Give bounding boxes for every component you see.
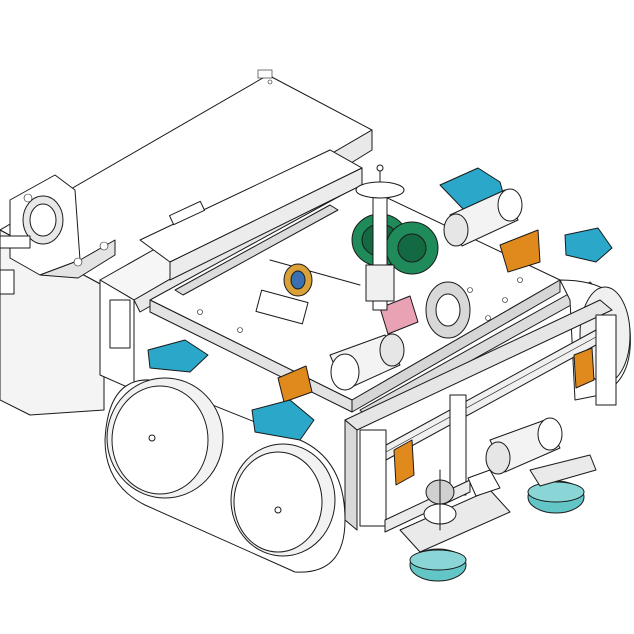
orange-bracket-2: [277, 365, 313, 403]
cyan-mount-4: [251, 399, 315, 441]
track-assembly-left: [104, 377, 346, 573]
shaft-coupling: [255, 259, 361, 325]
cyan-mount-2: [564, 227, 613, 263]
cyan-mount-3: [147, 339, 209, 373]
caster-plate: [399, 489, 511, 553]
orange-brackets: [277, 229, 595, 486]
motor-center: [329, 333, 405, 391]
drive-motors: [329, 188, 563, 475]
orange-bracket-3: [393, 439, 415, 486]
front-bottom-mechanism: [399, 454, 597, 582]
front-post-right: [595, 314, 617, 406]
motor-front-bottom: [485, 417, 563, 475]
motor-top-right: [443, 188, 523, 247]
mast-collar: [365, 264, 395, 302]
upper-frame-beam: [139, 149, 363, 281]
mast-cap: [355, 181, 405, 199]
vertical-mast: [355, 164, 405, 311]
coupling-blue: [290, 270, 306, 290]
pink-pinion-block: [379, 295, 419, 335]
shaft-stub: [0, 235, 31, 249]
bevel-gear: [423, 469, 457, 531]
pillow-block-bearing: [0, 174, 116, 295]
motor-bracket: [467, 469, 501, 497]
orange-bracket-1: [499, 229, 541, 273]
linear-rail-left: [174, 204, 339, 296]
box-tab: [257, 69, 273, 79]
box-screw: [267, 79, 273, 85]
orange-bracket-4: [573, 347, 595, 389]
cyan-motor-mounts: [147, 167, 613, 441]
center-post: [449, 394, 467, 496]
front-post-left: [359, 429, 387, 527]
